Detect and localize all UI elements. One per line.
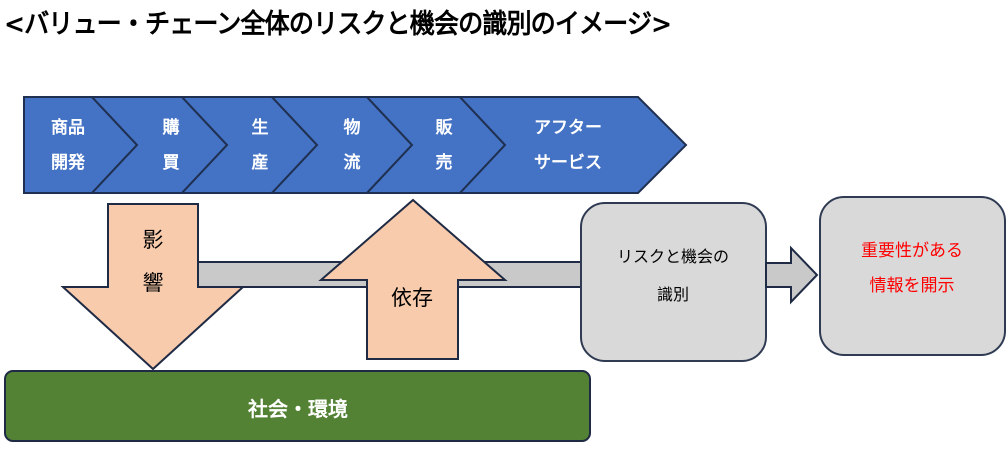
risk-identification-box: リスクと機会の 識別 [580, 202, 767, 362]
disclosure-box: 重要性がある 情報を開示 [819, 196, 1006, 356]
chevron-after-service [457, 96, 688, 194]
stage-label: アフター [534, 118, 602, 138]
stage-label: 売 [436, 152, 453, 173]
impact-label: 影 [143, 228, 164, 252]
page-title: <バリュー・チェーン全体のリスクと機会の識別のイメージ> [4, 9, 672, 40]
stage-label: 産 [252, 152, 269, 173]
dependency-label: 依存 [391, 286, 433, 310]
right-arrow-icon [765, 245, 819, 305]
impact-arrow: 影 響 [60, 203, 246, 371]
stage-label: 買 [163, 153, 180, 173]
up-arrow-icon [318, 198, 508, 360]
stage-label: 物 [344, 117, 361, 138]
disclosure-box-label: 重要性がある [861, 241, 963, 261]
risk-box-label: リスクと機会の [617, 247, 729, 266]
risk-box-label: 識別 [657, 285, 689, 304]
stage-label: サービス [534, 153, 602, 173]
value-chain: 商品 開発 購 買 生 産 物 流 販 売 アフター サービス [23, 96, 688, 194]
stage-label: 商品 [51, 117, 85, 138]
society-label: 社会・環境 [247, 397, 348, 421]
society-environment-box: 社会・環境 [4, 370, 591, 442]
stage-label: 販 [436, 117, 454, 138]
dependency-arrow: 依存 [318, 198, 508, 360]
disclosure-box-label: 情報を開示 [870, 276, 955, 296]
impact-label: 響 [143, 271, 164, 295]
stage-label: 生 [252, 117, 269, 138]
stage-label: 購 [163, 117, 180, 138]
stage-label: 開発 [51, 152, 86, 173]
stage-label: 流 [344, 152, 361, 173]
down-arrow-icon [60, 203, 246, 371]
